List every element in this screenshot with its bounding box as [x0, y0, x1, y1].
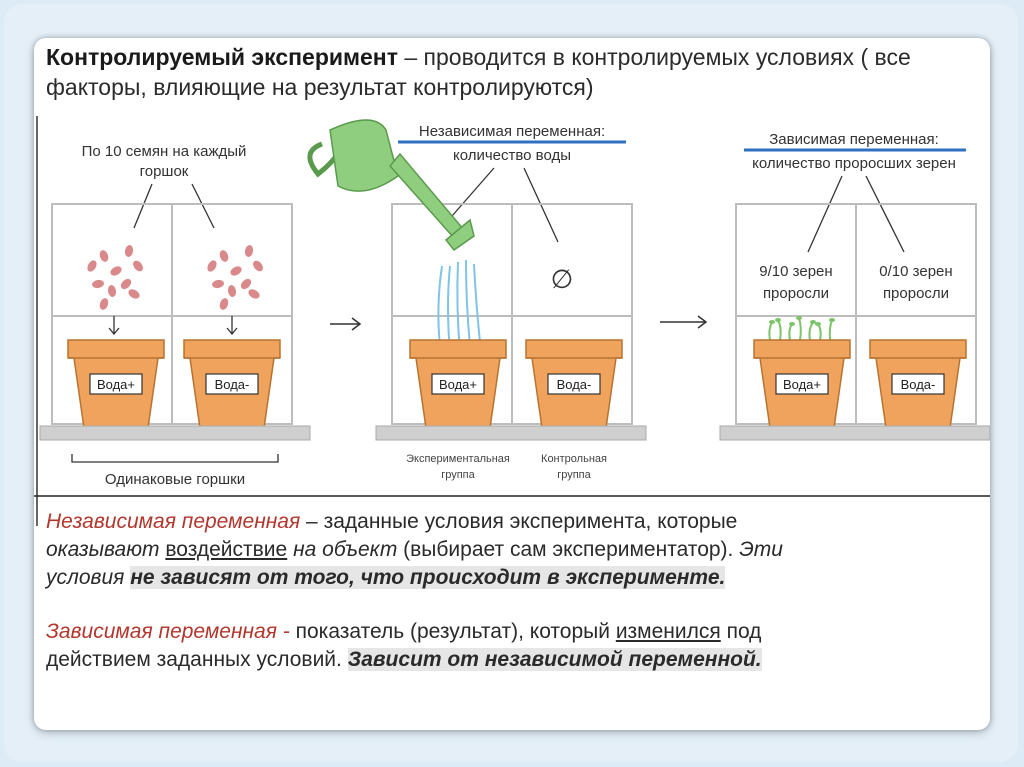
pot-label: Вода- [557, 377, 592, 392]
pointer-line [133, 183, 153, 229]
slide-title: Контролируемый эксперимент – проводится … [46, 42, 976, 102]
pot: Вода- [525, 339, 623, 429]
pot: Вода- [183, 339, 281, 429]
exp-group-line2: группа [441, 469, 475, 481]
dependent-def-2b: Зависит от независимой переменной. [347, 648, 762, 671]
shelf [375, 425, 647, 441]
pot-label: Вода+ [783, 377, 821, 392]
dependent-term: Зависимая переменная - [46, 620, 290, 643]
result-right-line2: проросли [883, 285, 949, 302]
slide: Контролируемый эксперимент – проводится … [34, 38, 990, 730]
sprouted-amount-label: количество проросших зерен [752, 155, 956, 172]
pot: Вода+ [409, 339, 507, 429]
independent-def-2e: Эти [739, 538, 783, 561]
pot-label: Вода+ [439, 377, 477, 392]
pot-label: Вода+ [97, 377, 135, 392]
same-pots-label: Одинаковые горшки [105, 471, 245, 488]
independent-dash: – [300, 510, 324, 533]
pointer-line [191, 183, 215, 229]
pot-label: Вода- [901, 377, 936, 392]
pointer-line [451, 167, 495, 217]
pointer-line [865, 175, 905, 253]
seeds-group [87, 245, 263, 310]
result-right-line1: 0/10 зерен [879, 263, 952, 280]
dependent-def-1b: изменился [615, 620, 721, 643]
dependent-def-1c: под [720, 620, 762, 643]
shelf [719, 425, 990, 441]
independent-def-3a: условия [46, 566, 125, 589]
exp-group-line1: Экспериментальная [406, 453, 510, 465]
dependent-def-1a: показатель (результат), который [289, 620, 616, 643]
shelf-frame-3 [735, 203, 977, 425]
independent-def-3b: не зависят от того, что происходит в экс… [130, 566, 726, 589]
arrow-right-icon [660, 315, 708, 329]
shelf-frame-1 [51, 203, 293, 425]
result-left-line1: 9/10 зерен [759, 263, 832, 280]
dependent-def-2a: действием заданных условий. [46, 648, 348, 671]
down-arrows [108, 316, 238, 336]
pot: Вода+ [753, 339, 851, 429]
water-amount-label: количество воды [453, 147, 571, 164]
watering-can-icon [307, 119, 475, 252]
dependent-var-label: Зависимая переменная: [769, 131, 939, 148]
ctrl-group-line2: группа [557, 469, 591, 481]
independent-def-line1: заданные условия эксперимента, которые [323, 510, 738, 533]
seeds-label-line2: горшок [140, 163, 189, 180]
bracket [71, 454, 279, 463]
experiment-diagram: По 10 семян на каждый горшок [34, 116, 990, 526]
dependent-variable-definition: Зависимая переменная - показатель (резул… [46, 618, 976, 674]
arrow-right-icon [330, 317, 362, 331]
independent-def-2b: воздействие [165, 538, 288, 561]
independent-def-2a: оказывают [46, 538, 160, 561]
shelf [39, 425, 311, 441]
independent-term: Независимая переменная [46, 510, 301, 533]
title-rest: – проводится в контролируемых условиях (… [46, 44, 911, 100]
title-term: Контролируемый эксперимент [46, 44, 398, 70]
independent-variable-definition: Независимая переменная – заданные услови… [46, 508, 976, 592]
ctrl-group-line1: Контрольная [541, 453, 607, 465]
independent-def-2c: на объект [293, 538, 398, 561]
pot: Вода+ [67, 339, 165, 429]
shelf-frame-2 [391, 203, 633, 425]
water-streams [437, 259, 481, 353]
pot: Вода- [869, 339, 967, 429]
sprout-leaves [769, 316, 835, 326]
independent-var-label: Независимая переменная: [419, 123, 605, 140]
pointer-line [807, 175, 843, 253]
seeds-label-line1: По 10 семян на каждый [82, 143, 247, 160]
pot-label: Вода- [215, 377, 250, 392]
empty-set-icon: ∅ [551, 264, 574, 294]
result-left-line2: проросли [763, 285, 829, 302]
independent-def-2d: (выбирает сам экспериментатор). [397, 538, 740, 561]
